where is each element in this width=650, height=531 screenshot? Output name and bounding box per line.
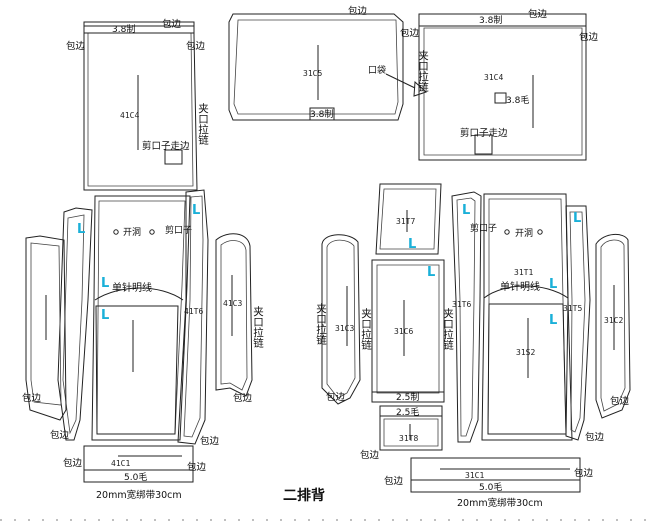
vent-label: 开洞: [515, 228, 533, 239]
binding-label: 包边: [162, 18, 182, 30]
code-41c4: 41C4: [120, 111, 139, 120]
binding-label: 包边: [22, 392, 42, 404]
clip-zipper-label: 夹口拉链: [417, 49, 429, 92]
l-tag: L: [573, 211, 581, 226]
l-tag: L: [549, 313, 557, 328]
code-31t6: 31T6: [452, 300, 471, 309]
l-tag: L: [77, 222, 85, 237]
clip-zipper-label: 夹口拉链: [315, 302, 327, 345]
binding-label: 包边: [574, 467, 594, 479]
binding-label: 包边: [66, 40, 86, 52]
mouth-edge-label: 口袋: [368, 64, 386, 76]
measure-41c1: 5.0毛: [124, 471, 147, 483]
cut-notch-label: 剪口子走边: [142, 140, 190, 152]
binding-label: 包边: [63, 457, 83, 469]
l-tag: L: [192, 203, 200, 218]
piece-41t-left-strip: L: [57, 207, 93, 441]
code-31c1: 31C1: [465, 471, 484, 480]
code-31c3: 31C3: [335, 324, 354, 333]
code-31t7: 31T7: [396, 217, 415, 226]
code-31t8: 31T8: [399, 434, 418, 443]
code-31t5: 31T5: [563, 304, 582, 313]
l-tag: L: [549, 277, 557, 292]
measure-31c1: 5.0毛: [479, 481, 502, 493]
piece-31t1-back: 开洞 剪口子 31T1 单针明线 31S2 L L: [470, 193, 573, 441]
binding-label: 包边: [187, 461, 207, 473]
binding-label: 包边: [585, 431, 605, 443]
piece-31c1: 31C1 5.0毛 包边 包边 20mm宽绑带30cm: [384, 457, 594, 509]
binding-label: 包边: [326, 391, 346, 403]
measure-top-31c4: 3.8制: [479, 14, 502, 26]
l-tag: L: [408, 237, 416, 252]
piece-41t6: 41T6 包边: [177, 189, 220, 447]
code-31c4: 31C4: [484, 73, 503, 82]
clip-zipper-label: 夹口拉链: [360, 307, 372, 350]
code-31t1: 31T1: [514, 268, 533, 277]
cut-notch-label: 剪口子: [470, 222, 497, 234]
l-tag: L: [101, 308, 109, 323]
clip-zipper-label: 夹口拉链: [197, 102, 209, 145]
measure-31c5: 3.8制: [310, 108, 333, 120]
measure-31c4: 3.8毛: [506, 94, 529, 106]
code-31c2: 31C2: [604, 316, 623, 325]
code-41c3: 41C3: [223, 299, 242, 308]
binding-label: 包边: [384, 475, 404, 487]
measure-31c6: 2.5制: [396, 391, 419, 403]
code-31c5: 31C5: [303, 69, 322, 78]
binding-label: 包边: [50, 429, 70, 441]
cut-notch-label: 剪口子走边: [460, 127, 508, 139]
topstitch-label: 单针明线: [500, 280, 540, 293]
l-tag: L: [427, 265, 435, 280]
page-title: 二排背: [283, 487, 325, 504]
binding-label: 包边: [233, 392, 253, 404]
clip-zipper-label: 夹口拉链: [252, 305, 264, 348]
binding-label: 包边: [360, 449, 380, 461]
piece-41l-side: 包边 包边: [22, 235, 70, 441]
code-31c6: 31C6: [394, 327, 413, 336]
binding-label: 包边: [400, 27, 420, 39]
piece-31t5: 31T5 L 包边: [563, 205, 605, 443]
code-41t6: 41T6: [184, 307, 203, 316]
measure-31t8: 2.5毛: [396, 406, 419, 418]
piece-31c6: 31C6 2.5制 L 夹口拉链 夹口拉链: [360, 259, 454, 403]
binding-label: 包边: [579, 31, 599, 43]
piece-31t7: 31T7 L: [375, 183, 442, 255]
piece-31c2: 31C2 包边: [595, 234, 631, 419]
topstitch-label: 单针明线: [112, 281, 152, 294]
piece-41c1: 41C1 5.0毛 包边 包边 20mm宽绑带30cm: [63, 445, 207, 501]
piece-31t6: 31T6 L: [451, 191, 482, 443]
binding-label: 包边: [186, 40, 206, 52]
binding-strip-label: 20mm宽绑带30cm: [457, 497, 543, 509]
l-tag: L: [101, 276, 109, 291]
piece-31c4: 31C4 3.8制 3.8毛 包边 包边 包边 剪口子走边 夹口拉链: [400, 8, 599, 161]
piece-31c5: 31C5 3.8制 口袋 包边: [228, 5, 427, 121]
l-tag: L: [462, 203, 470, 218]
binding-label: 包边: [348, 5, 368, 17]
cut-notch-label: 剪口子: [165, 224, 192, 236]
piece-31t8: 31T8 2.5毛 包边: [360, 405, 443, 461]
measure-top-41c4: 3.8制: [112, 23, 135, 35]
piece-41c4: 41C4 3.8制 包边 包边 包边 剪口子走边 夹口拉链: [66, 18, 209, 191]
binding-strip-label: 20mm宽绑带30cm: [96, 489, 182, 501]
binding-label: 包边: [528, 8, 548, 20]
vent-label: 开洞: [123, 227, 141, 238]
binding-label: 包边: [610, 395, 630, 407]
code-31s2: 31S2: [516, 348, 535, 357]
clip-zipper-label: 夹口拉链: [442, 307, 454, 350]
piece-41c3: 41C3 包边 夹口拉链: [215, 233, 264, 404]
code-41c1: 41C1: [111, 459, 130, 468]
piece-31c3: 31C3 包边 夹口拉链: [315, 234, 361, 405]
binding-label: 包边: [200, 435, 220, 447]
piece-41t1-back: 开洞 剪口子 单针明线 L L L: [91, 195, 200, 441]
